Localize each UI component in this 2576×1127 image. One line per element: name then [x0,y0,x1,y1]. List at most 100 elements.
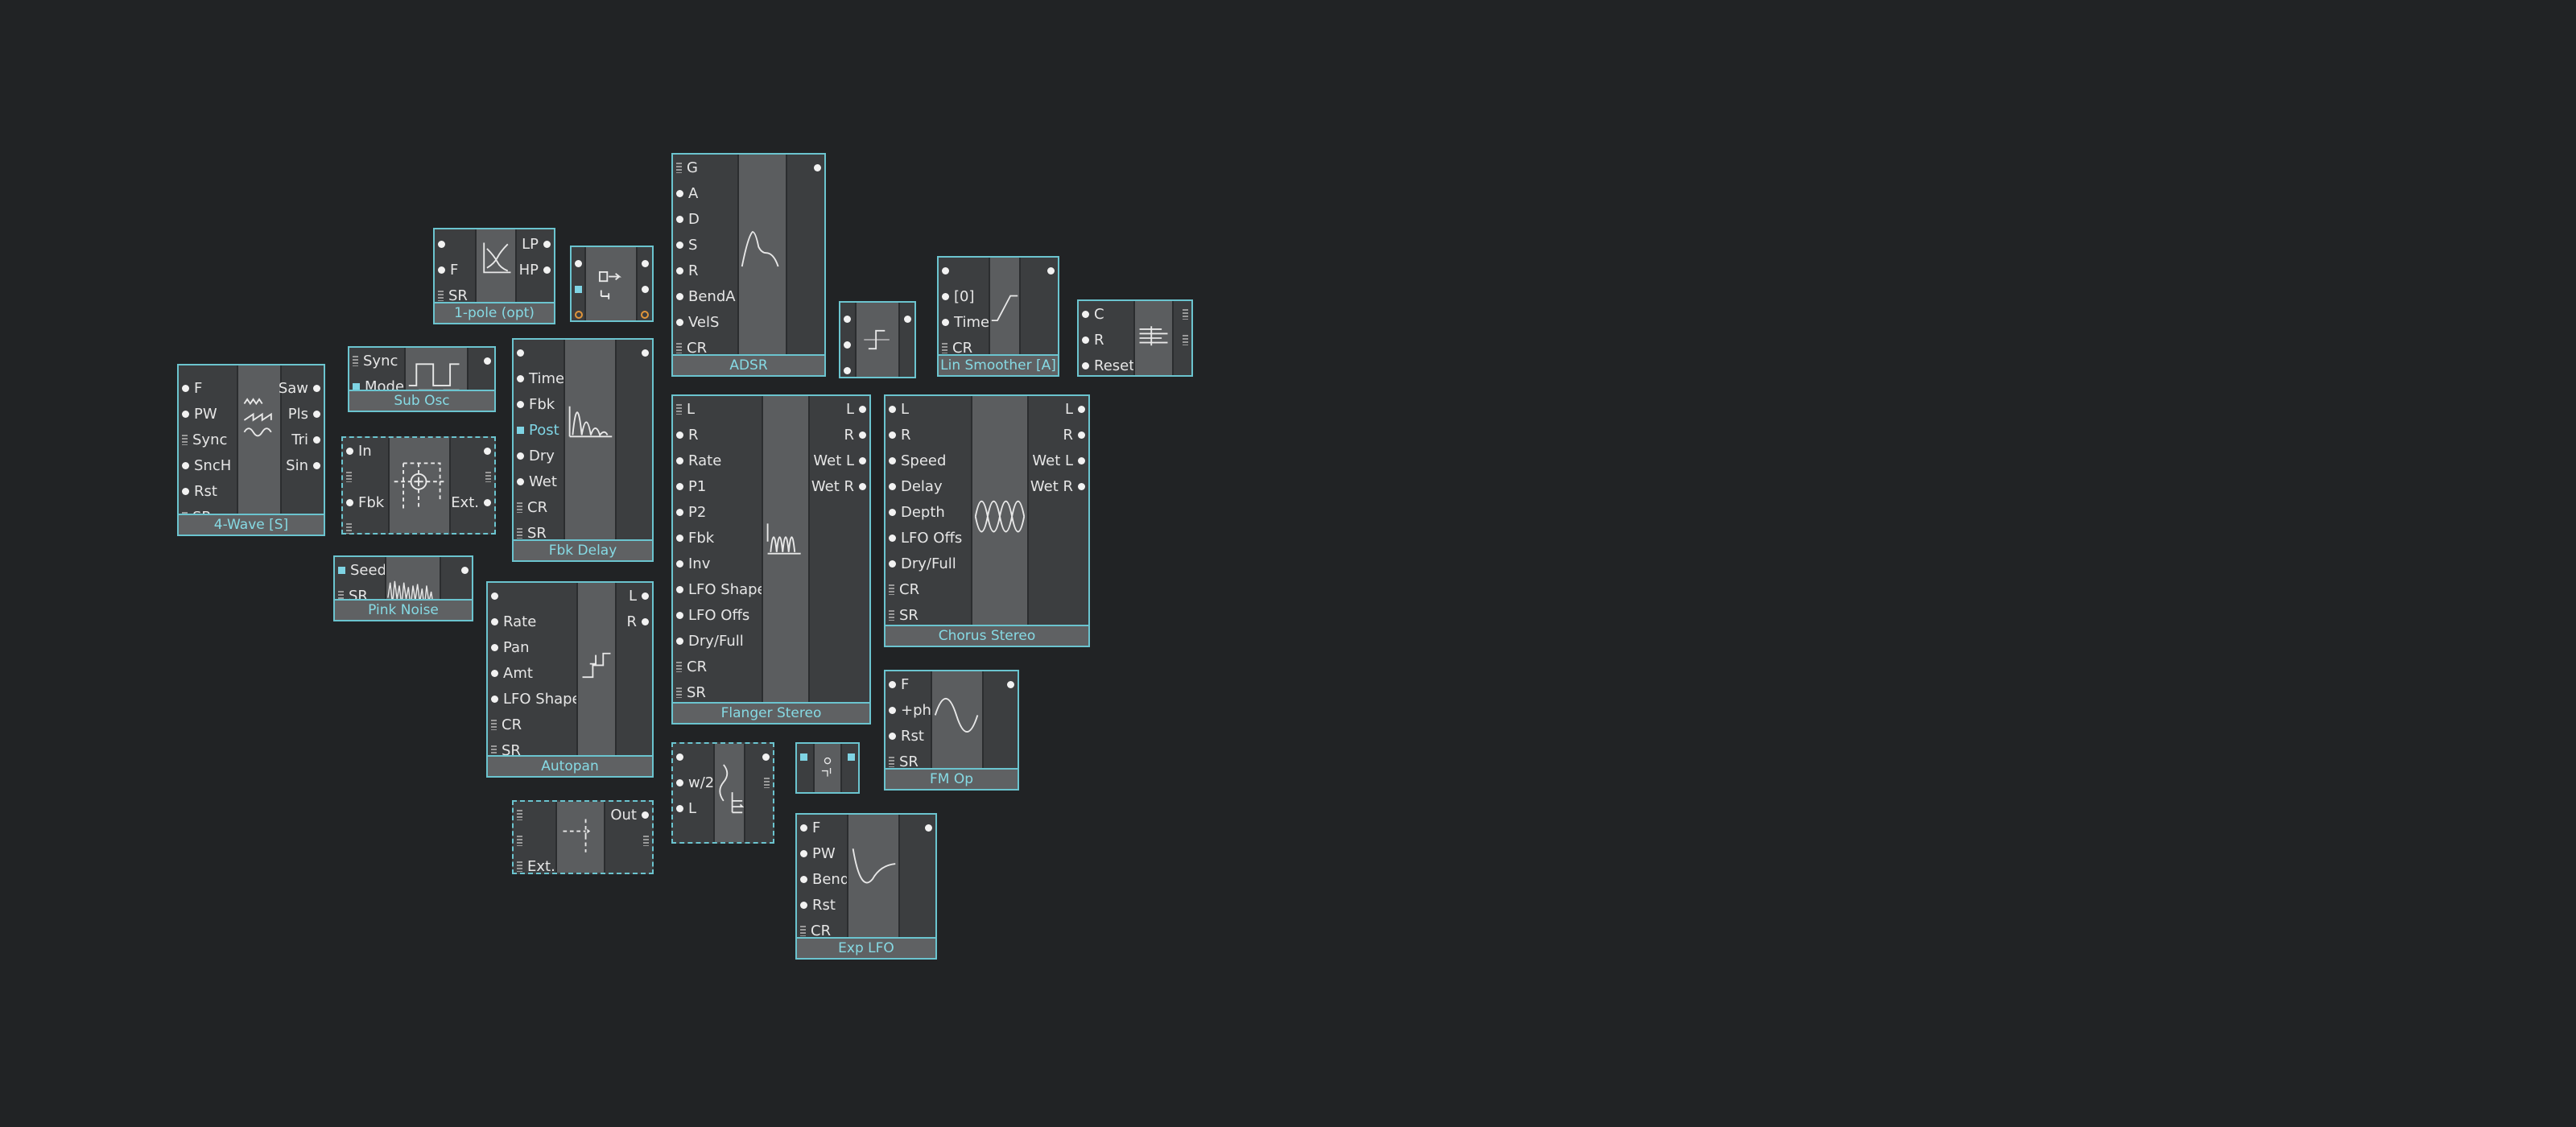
input-port[interactable]: SR [886,602,971,628]
input-port[interactable]: Inv [673,551,762,576]
port-connector[interactable] [1078,456,1085,464]
port-connector[interactable] [642,811,649,819]
port-connector[interactable] [676,559,683,568]
module-switch[interactable] [570,246,654,322]
input-port[interactable]: SR [673,679,762,705]
port-connector[interactable] [676,342,682,353]
port-connector[interactable] [676,687,682,698]
port-connector[interactable] [889,706,896,714]
port-connector[interactable] [904,315,911,323]
port-connector[interactable] [889,405,896,413]
input-port[interactable] [514,828,555,853]
input-port[interactable]: F [435,257,475,283]
input-port[interactable] [435,231,475,257]
input-port[interactable]: +ph [886,697,931,723]
input-port[interactable]: R [673,422,762,448]
port-connector[interactable] [346,498,353,506]
port-connector[interactable] [676,431,683,439]
port-connector[interactable] [676,508,683,516]
output-port[interactable] [638,250,652,276]
port-connector[interactable] [182,384,189,392]
input-port[interactable]: L [673,396,762,422]
port-connector[interactable] [859,405,866,413]
port-connector[interactable] [800,849,807,857]
input-port[interactable] [797,744,813,770]
input-port[interactable]: Seed [335,557,386,583]
port-connector[interactable] [575,311,583,319]
port-connector[interactable] [642,259,649,267]
output-port[interactable] [441,557,472,583]
input-port[interactable]: CR [886,576,971,602]
port-connector[interactable] [1078,431,1085,439]
input-port[interactable]: CR [673,335,737,361]
input-port[interactable]: Dry/Full [886,551,971,576]
input-port[interactable]: Rst [179,478,237,504]
input-port[interactable]: CR [673,654,762,679]
port-connector[interactable] [676,534,683,542]
port-connector[interactable] [1078,482,1085,490]
port-connector[interactable] [642,617,649,625]
port-connector[interactable] [889,559,896,568]
output-port[interactable] [745,744,773,770]
input-port[interactable]: In [343,438,388,464]
port-connector[interactable] [491,719,497,730]
input-port[interactable]: D [673,206,737,232]
port-connector[interactable] [313,410,320,418]
port-connector[interactable] [800,753,807,761]
output-port[interactable] [605,828,652,853]
port-connector[interactable] [942,318,949,326]
output-port[interactable] [451,438,494,464]
module-step[interactable] [839,301,916,378]
module-title[interactable]: Chorus Stereo [886,625,1088,646]
input-port[interactable] [488,583,576,609]
port-connector[interactable] [848,753,855,761]
input-port[interactable]: [0] [939,283,989,309]
port-connector[interactable] [1183,308,1188,320]
port-connector[interactable] [346,447,353,455]
port-connector[interactable] [517,502,522,513]
output-port[interactable] [617,340,652,365]
output-port[interactable]: Tri [282,427,324,452]
port-connector[interactable] [543,240,551,248]
input-port[interactable] [939,258,989,283]
port-connector[interactable] [889,732,896,740]
input-port[interactable]: Dry/Full [673,628,762,654]
port-connector[interactable] [676,637,683,645]
port-connector[interactable] [517,452,524,460]
module-title[interactable]: Autopan [488,755,652,776]
port-connector[interactable] [889,756,894,767]
port-connector[interactable] [889,482,896,490]
input-port[interactable]: P2 [673,499,762,525]
input-port[interactable]: SR [886,749,931,774]
port-connector[interactable] [1007,680,1014,688]
input-port[interactable]: LFO Offs [886,525,971,551]
port-connector[interactable] [889,609,894,621]
port-connector[interactable] [313,384,320,392]
port-connector[interactable] [543,266,551,274]
input-port[interactable]: G [673,155,737,180]
input-port[interactable] [572,250,584,276]
module-title[interactable]: 4-Wave [S] [179,514,324,535]
input-port[interactable] [673,744,713,770]
input-port[interactable]: CR [939,335,989,361]
input-port[interactable] [840,306,855,332]
input-port[interactable]: A [673,180,737,206]
port-connector[interactable] [676,403,682,415]
input-port[interactable]: Speed [886,448,971,473]
input-port[interactable] [343,515,388,541]
port-connector[interactable] [762,753,770,761]
module-four-wave[interactable]: FPWSyncSncHRstSRSawPlsTriSin4-Wave [S] [177,364,325,536]
input-port[interactable]: Bend [797,866,849,892]
output-port[interactable]: Ext. [451,489,494,515]
output-port[interactable] [984,671,1018,697]
port-connector[interactable] [182,434,188,445]
input-port[interactable]: Sync [349,348,404,374]
output-port[interactable]: Wet R [810,473,869,499]
output-port[interactable] [469,348,494,374]
port-connector[interactable] [676,753,683,761]
